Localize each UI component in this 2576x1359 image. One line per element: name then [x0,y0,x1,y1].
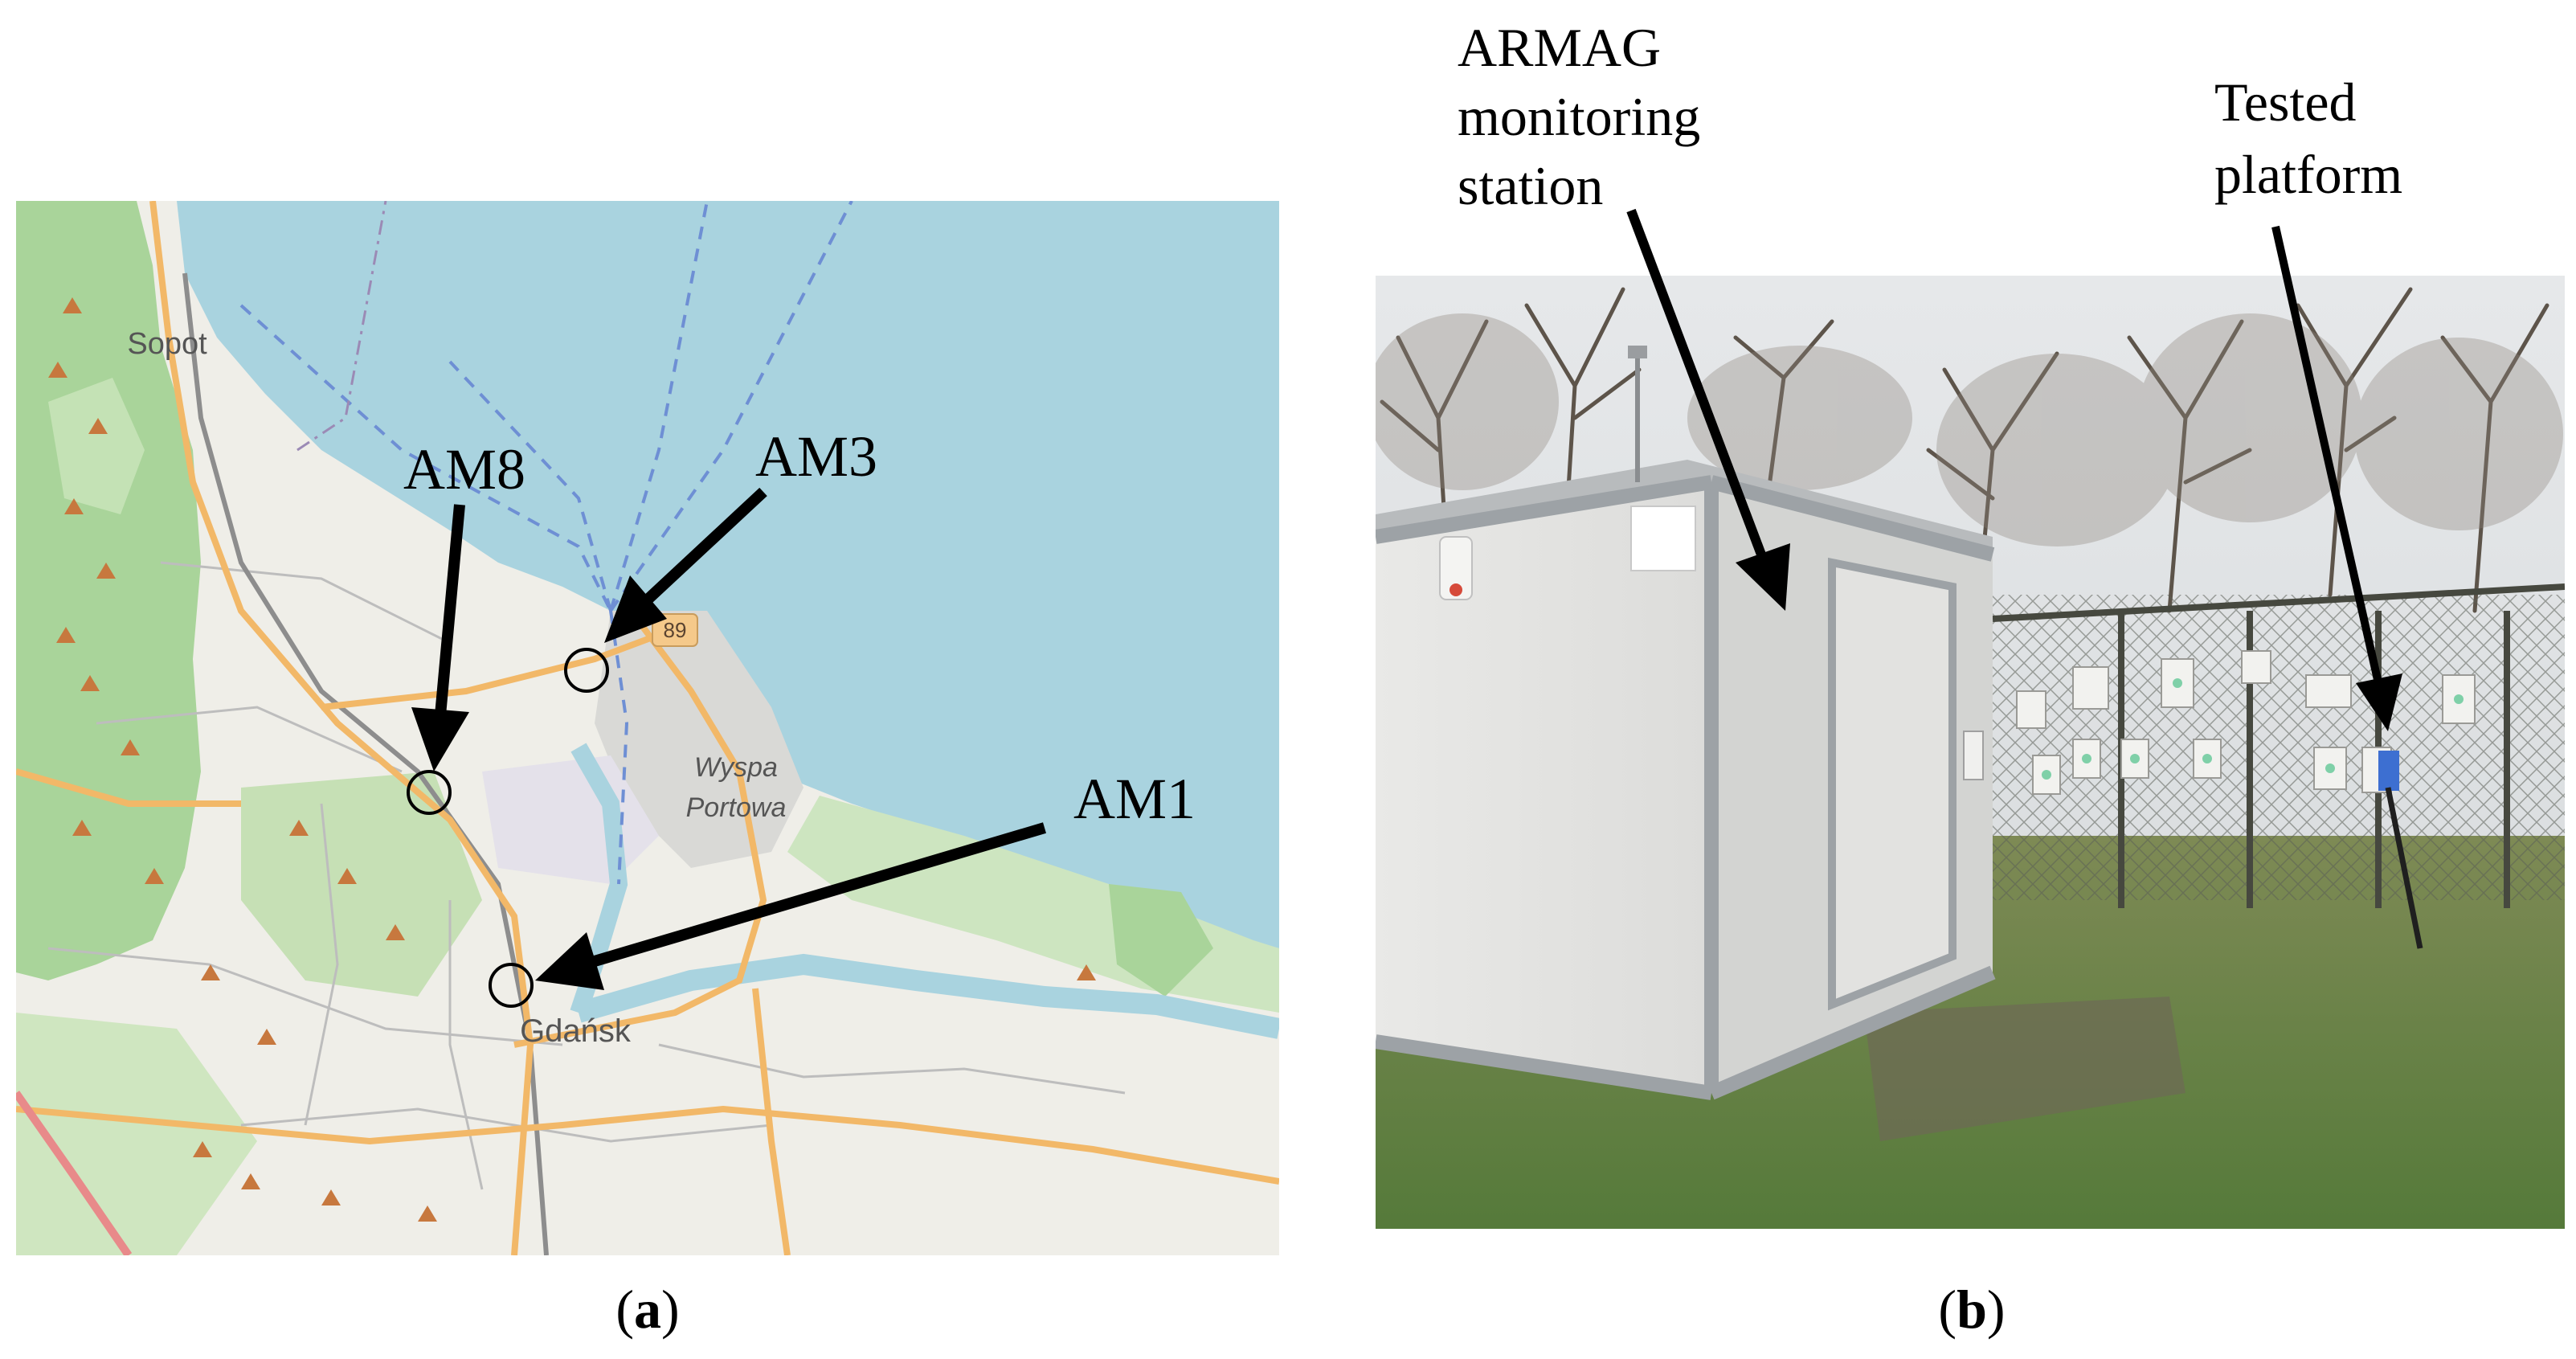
photo-container-roof [1376,460,1993,555]
station-label-am8: AM8 [403,437,525,501]
photo-container-sign [1630,506,1696,571]
photo-dirt-patch [1864,997,2186,1141]
map-minor-roads [47,561,1126,1190]
station-marker-am8 [407,770,452,815]
station-marker-am1 [489,963,534,1008]
photo-container-frame [1376,475,1996,1100]
photo-tested-platform-device [2378,751,2399,791]
map-panel: 89 Sopot Gdańsk Wyspa Portowa [16,201,1279,1255]
arrow-armag-station [1626,208,1790,611]
map-forest-south2 [16,1013,257,1255]
callout-armag-station: ARMAG monitoring station [1458,17,1714,216]
photo-mast-head [1628,346,1647,358]
callout-armag-line-3: station [1458,155,1603,216]
panel-label-b: (b) [1938,1279,2005,1340]
map-peak-markers [48,297,1096,1222]
callout-platform-line-1: Tested [2214,72,2357,133]
station-marker-am3 [564,648,609,693]
station-label-am3: AM3 [755,424,877,489]
map-island-green [1109,884,1213,997]
photo-alarm-housing [1439,536,1473,600]
map-red-road [16,1091,133,1255]
road-number-label: 89 [664,618,687,642]
arrow-am3 [604,487,767,643]
map-label-wyspa: Wyspa [694,752,778,783]
callout-armag-line-1: ARMAG [1458,17,1661,78]
arrow-tested-platform [2271,225,2402,731]
photo-alarm-light [1450,583,1462,596]
photo-panel [1376,276,2565,1229]
map-label-gdansk: Gdańsk [520,1013,632,1049]
map-label-sopot: Sopot [127,327,207,361]
map-sea [177,201,1279,948]
photo-container-box [1963,731,1984,780]
panel-label-a: (a) [615,1279,679,1340]
map-border-line [296,201,387,452]
callout-armag-line-2: monitoring [1458,86,1700,147]
photo-container-door [1828,557,1957,1011]
map-forest-patch [48,378,145,514]
photo-platform-pole [2385,787,2423,949]
arrow-am1 [535,822,1046,990]
photo-container-side [1376,482,1711,1093]
map-label-portowa: Portowa [686,792,787,823]
callout-platform-line-2: platform [2214,144,2402,205]
callout-tested-platform: Tested platform [2214,72,2402,205]
photo-sensor-leds [2042,678,2464,780]
map-port-area [595,611,803,868]
map-ferry-lines [239,201,853,885]
road-shield-89: 89 [652,613,698,647]
arrow-am8 [411,504,469,772]
station-label-am1: AM1 [1073,767,1196,831]
map-river [575,953,1279,1039]
